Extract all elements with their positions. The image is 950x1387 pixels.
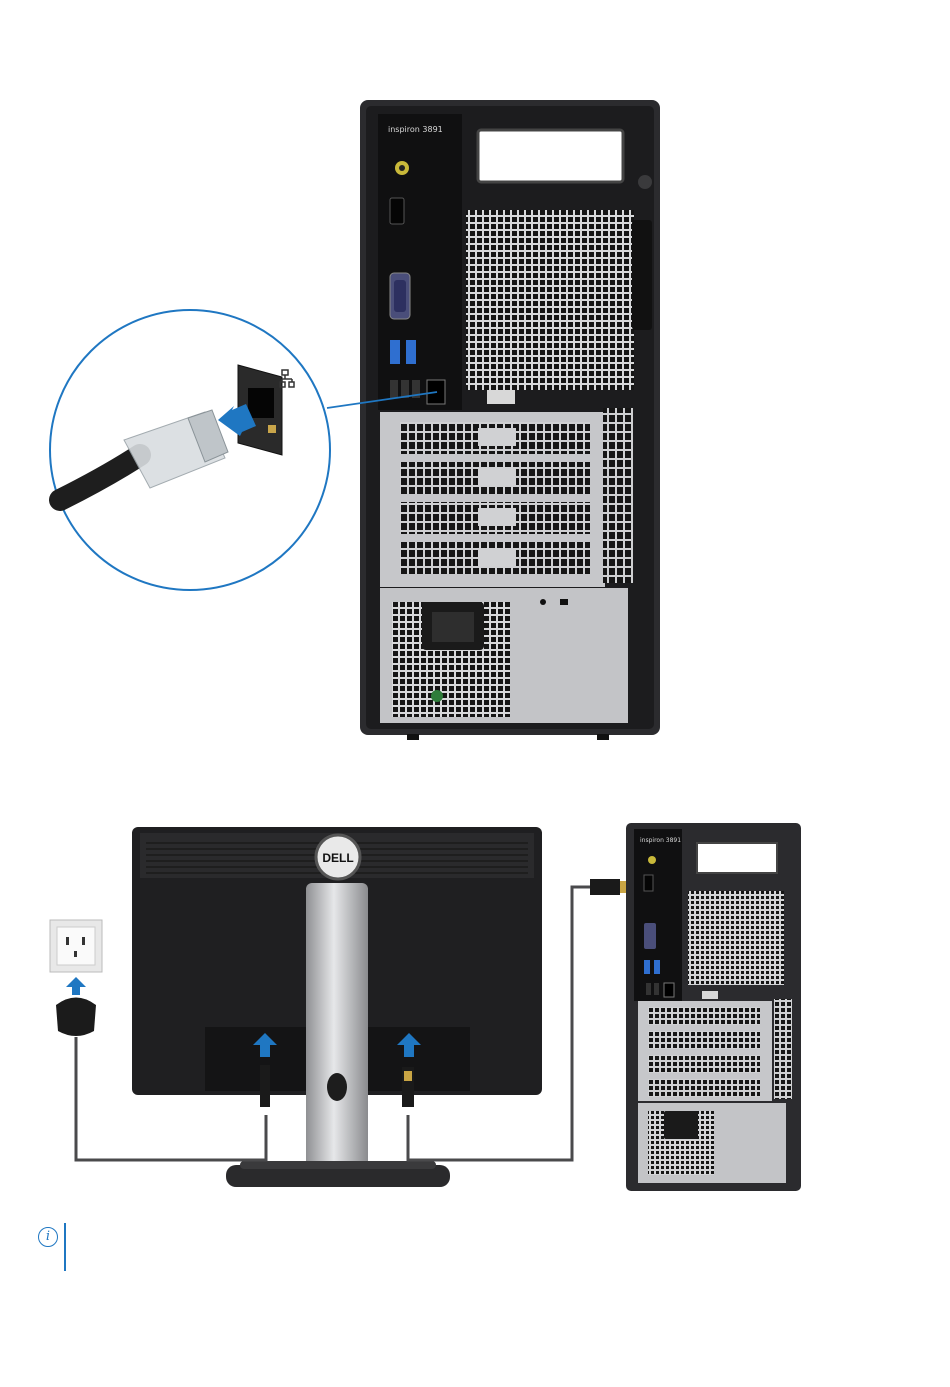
hdmi-plug	[590, 879, 620, 895]
model-label: inspiron 3891	[388, 125, 443, 134]
zoom-callout	[50, 310, 330, 590]
network-connection-illustration: inspiron 3891	[0, 90, 950, 750]
monitor-stand	[306, 883, 368, 1173]
usb-port-icon	[390, 380, 398, 398]
service-tag-label	[487, 390, 515, 404]
handle-opening	[478, 130, 623, 182]
display-power-connection-illustration: DELL inspiron 3891	[0, 815, 950, 1205]
power-plug	[56, 998, 96, 1037]
hdmi-port-icon	[390, 198, 404, 224]
note-divider	[64, 1223, 66, 1271]
desktop-tower-rear: inspiron 3891	[360, 100, 660, 740]
upload-arrow-icon	[66, 977, 86, 995]
usb-port-icon	[401, 380, 409, 398]
power-connector	[260, 1065, 270, 1107]
usb-port-icon	[406, 340, 416, 364]
monitor-rear: DELL	[132, 827, 542, 1187]
usb-port-icon	[390, 340, 400, 364]
brand-label: DELL	[322, 851, 353, 865]
desktop-tower-rear-small: inspiron 3891	[626, 823, 801, 1191]
model-label: inspiron 3891	[640, 837, 681, 844]
thumbscrew-icon	[638, 175, 652, 189]
io-panel	[378, 114, 462, 410]
fan-grille	[466, 210, 634, 390]
info-note: i	[36, 1223, 916, 1271]
info-icon: i	[38, 1227, 58, 1247]
wall-outlet	[50, 920, 102, 972]
